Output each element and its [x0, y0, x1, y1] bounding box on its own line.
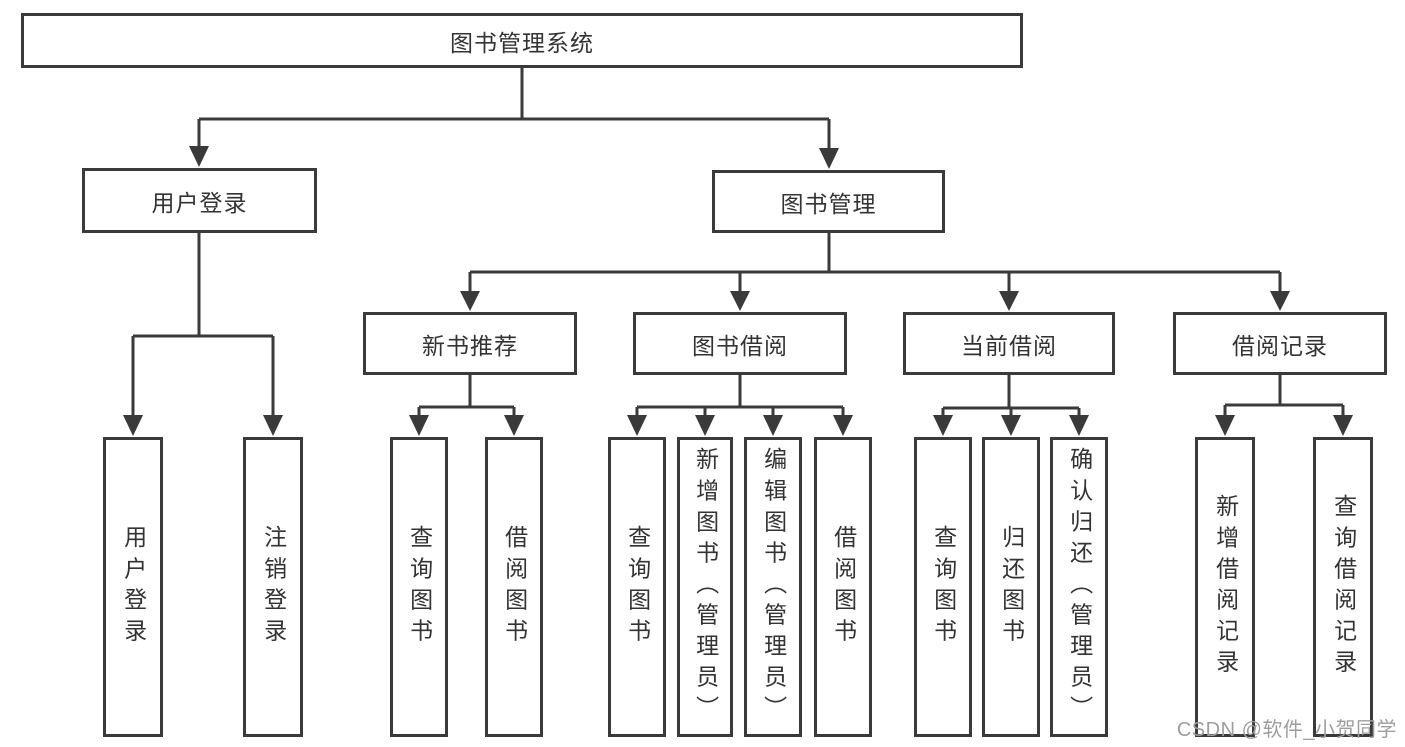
- node-current-borrow: 当前借阅: [903, 312, 1115, 375]
- leaf-current-confirm-return-admin: 确认归还（管理员）: [1050, 437, 1108, 737]
- leaf-user-login: 用户登录: [103, 437, 163, 737]
- node-book-management: 图书管理: [712, 170, 945, 233]
- leaf-current-return-book: 归还图书: [982, 437, 1040, 737]
- leaf-recommend-query-book: 查询图书: [390, 437, 448, 737]
- node-borrow-record: 借阅记录: [1173, 312, 1387, 375]
- leaf-recommend-borrow-book: 借阅图书: [485, 437, 543, 737]
- leaf-record-query: 查询借阅记录: [1313, 437, 1373, 737]
- leaf-borrow-edit-book-admin: 编辑图书（管理员）: [744, 437, 802, 737]
- node-user-login: 用户登录: [82, 168, 317, 233]
- leaf-record-add: 新增借阅记录: [1195, 437, 1255, 737]
- leaf-borrow-query-book: 查询图书: [608, 437, 666, 737]
- leaf-current-query-book: 查询图书: [914, 437, 972, 737]
- leaf-borrow-add-book-admin: 新增图书（管理员）: [677, 437, 733, 737]
- node-book-borrow: 图书借阅: [633, 312, 847, 375]
- node-library-management-system: 图书管理系统: [21, 13, 1023, 68]
- leaf-logout: 注销登录: [243, 437, 303, 737]
- node-new-book-recommend: 新书推荐: [363, 312, 577, 375]
- csdn-watermark: CSDN @软件_小贺同学: [1176, 719, 1397, 741]
- leaf-borrow-borrow-book: 借阅图书: [814, 437, 872, 737]
